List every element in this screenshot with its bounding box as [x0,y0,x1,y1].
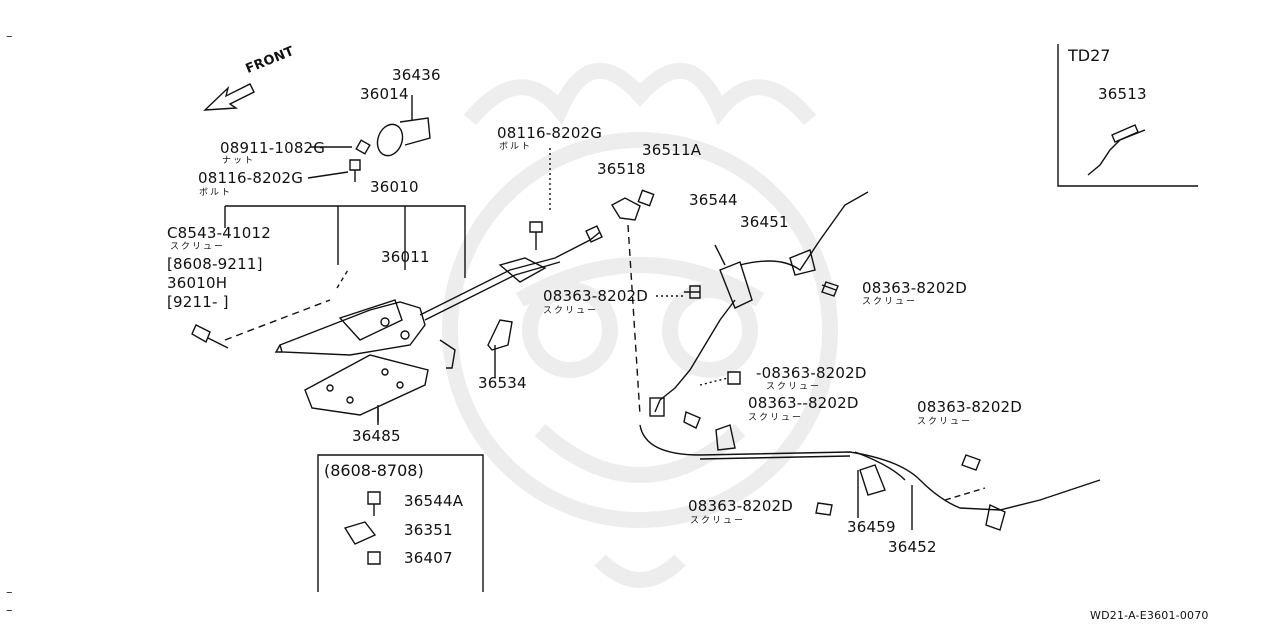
part-08363-8202d-c: -08363-8202D [756,364,867,382]
front-arrow-icon [203,83,255,111]
screw-08363-a [656,285,701,299]
inset-range-frame [317,454,484,592]
part-36459: 36459 [847,518,896,536]
part-08911-1082g: 08911-1082G [220,139,326,157]
clip-36518 [611,197,641,416]
inset-td27-part-36513: 36513 [1098,85,1147,103]
leader-08116-a [307,171,349,179]
inset-part-36544a: 36544A [404,492,464,510]
part-08363-8202d-a: 08363-8202D [543,287,649,305]
part-36452: 36452 [888,538,937,556]
part-08911-sub: ナット [222,156,256,166]
part-08363-8202d-e: 08363-8202D [917,398,1023,416]
part-36014: 36014 [360,85,409,103]
inset-td27-title: TD27 [1068,46,1111,65]
screw-08363-c [699,371,741,386]
edge-mark: – [6,29,13,44]
inset-td27-frame [1057,44,1198,187]
bracket-36534 [487,319,513,351]
part-36010h: 36010H [167,274,228,292]
part-08116-a-sub: ボルト [199,188,233,198]
screw-08543 [191,324,229,349]
bracket-36014 [376,95,431,157]
front-cable-36530 [419,225,603,321]
part-36436: 36436 [392,66,441,84]
equalizer-36544 [714,244,753,309]
inset-range-title: (8608-8708) [324,461,424,480]
part-08363-b-sub: スクリュー [862,297,918,307]
part-08116-8202g-a: 08116-8202G [198,169,304,187]
part-36518: 36518 [597,160,646,178]
part-08363-8202d-f: 08363-8202D [688,497,794,515]
screw-08363-b [821,281,839,297]
screw-08363-e [961,454,981,471]
part-c8543-sub: スクリュー [170,242,226,252]
part-08363-d-sub: スクリュー [748,413,804,423]
hand-lever [224,299,426,356]
screw-08363-d [683,411,701,429]
edge-mark: – [6,603,13,618]
diagram-code: WD21-A-E3601-0070 [1090,609,1209,622]
part-36485: 36485 [352,427,401,445]
bolt-08116-a [349,159,361,182]
bolt-08116-b [529,148,551,250]
screw-08363-f [815,502,833,516]
rear-cable-36451 [649,191,869,417]
part-36544: 36544 [689,191,738,209]
part-08116-b-sub: ボルト [499,142,533,152]
part-08116-8202g-b: 08116-8202G [497,124,603,142]
nut-36511a [637,189,655,207]
range-8608-9211: [8608-9211] [167,255,263,273]
part-36511a: 36511A [642,141,702,159]
part-08363-8202d-b: 08363-8202D [862,279,968,297]
part-36010: 36010 [370,178,419,196]
watermark-emblem [442,62,838,588]
part-c8543-41012: C8543-41012 [167,224,271,242]
part-36011: 36011 [381,248,430,266]
rear-cable-36452 [639,424,1101,531]
part-36534: 36534 [478,374,527,392]
part-08363-c-sub: スクリュー [766,382,822,392]
pin-36011 [439,339,456,369]
part-08363-f-sub: スクリュー [690,516,746,526]
part-36451: 36451 [740,213,789,231]
base-plate-36485 [304,354,429,422]
inset-part-36407: 36407 [404,549,453,567]
lever-group-outline [224,205,466,289]
range-9211: [9211- ] [167,293,229,311]
nut-08911 [355,139,371,155]
edge-mark: – [6,585,13,600]
part-08363-e-sub: スクリュー [917,417,973,427]
inset-part-36351: 36351 [404,521,453,539]
part-08363-a-sub: スクリュー [543,306,599,316]
part-08363-8202d-d: 08363--8202D [748,394,859,412]
